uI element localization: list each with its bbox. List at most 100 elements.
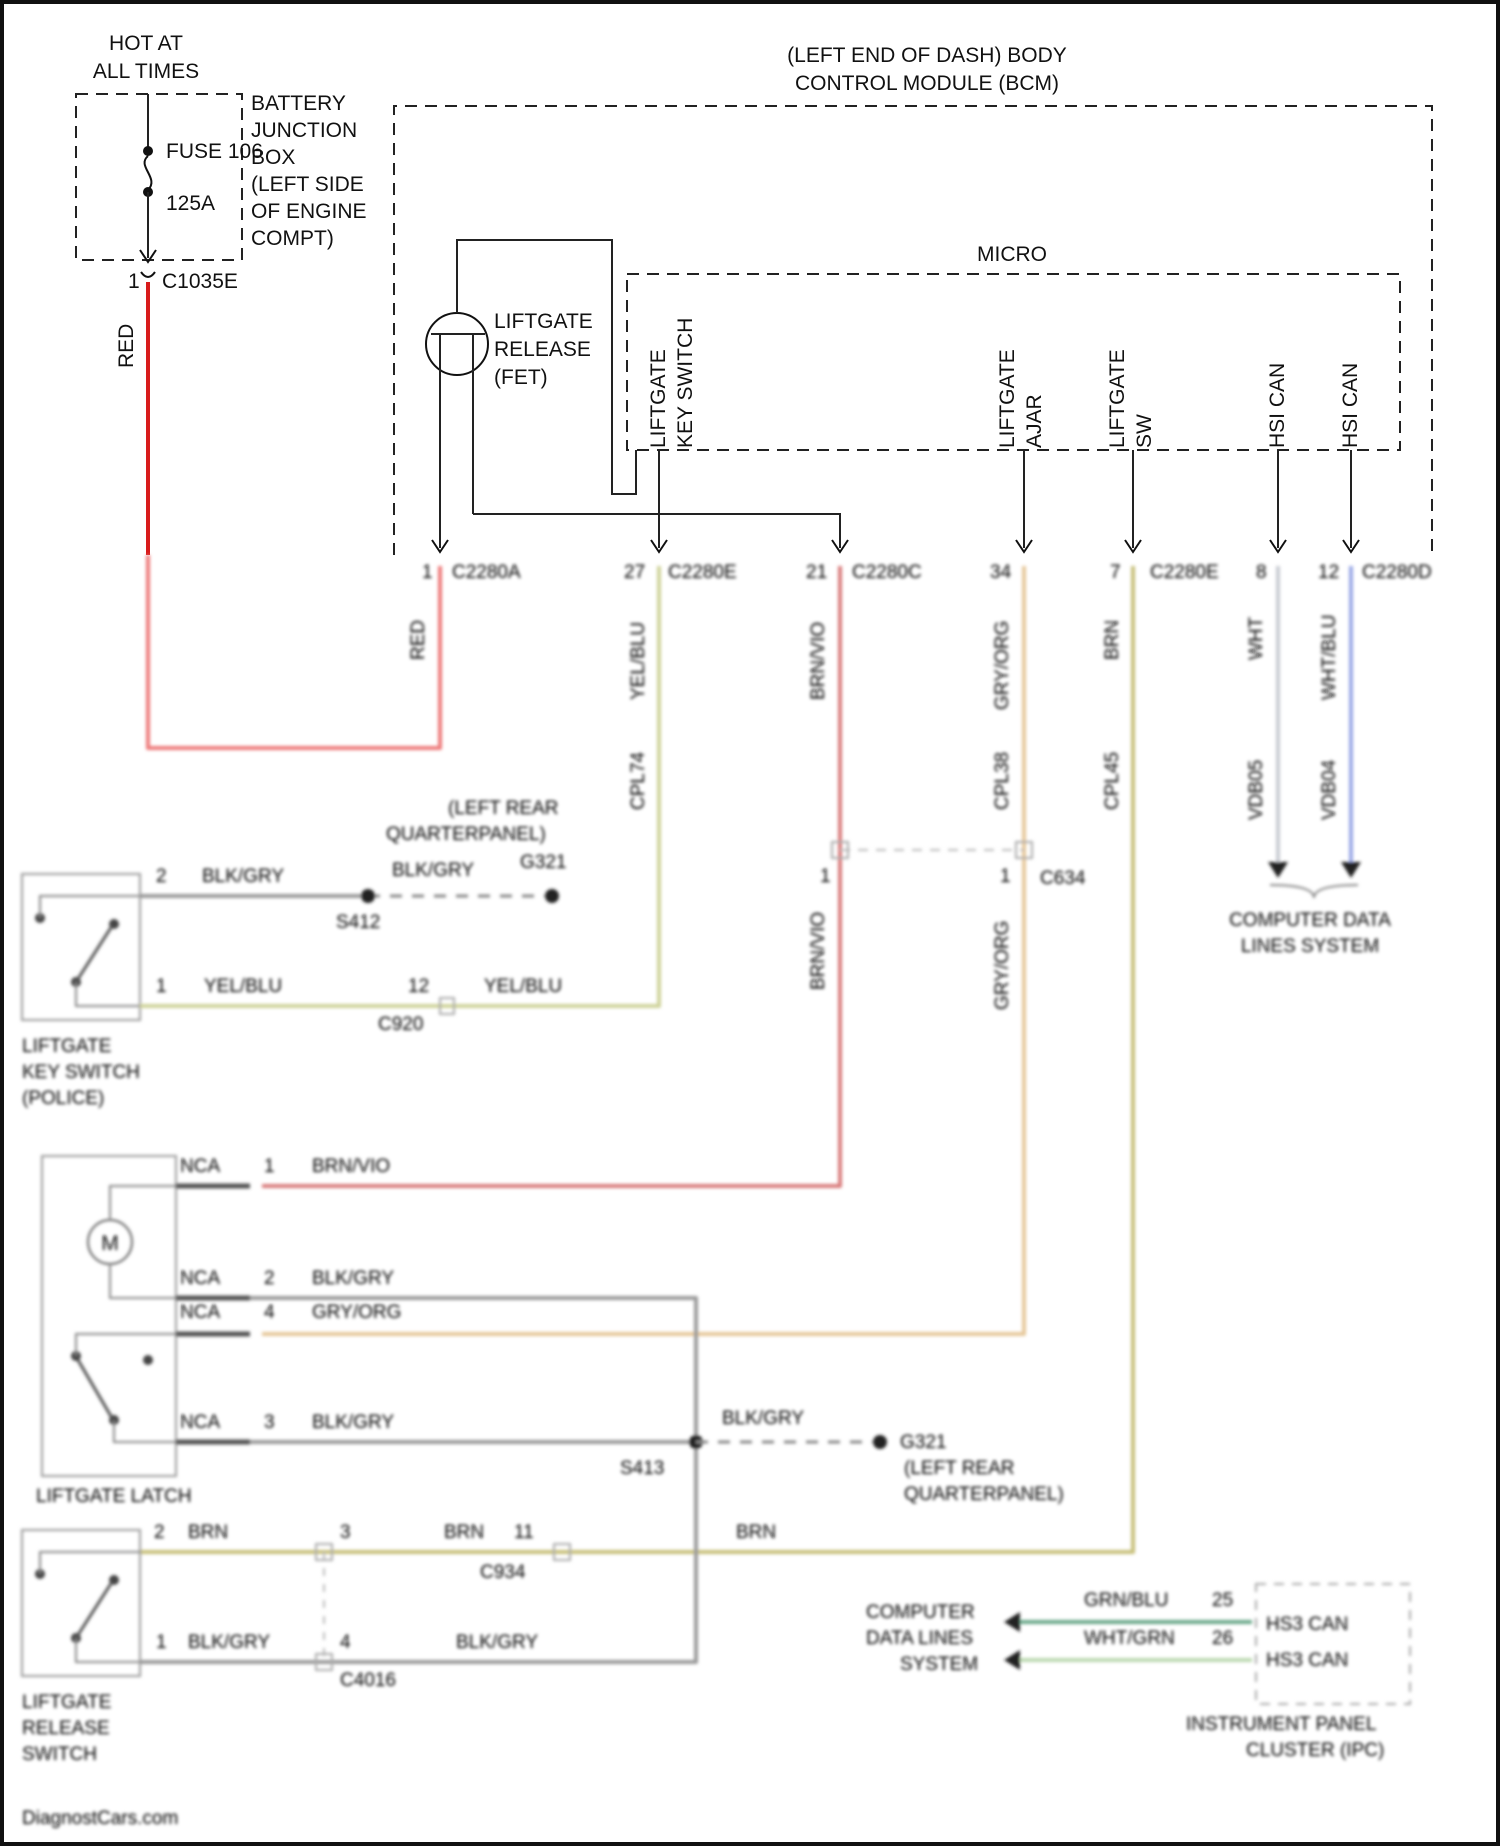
ipc-data-2: DATA LINES <box>866 1628 973 1649</box>
signal-ajar-2: AJAR <box>1023 394 1046 448</box>
can-arrow-right-icon <box>1341 862 1361 878</box>
latch-contact-2 <box>143 1355 153 1365</box>
rs-mid-conn: C934 <box>480 1562 526 1583</box>
fuse-icon <box>145 156 152 190</box>
rs-bot-wire: BLK/GRY <box>456 1632 538 1653</box>
cpl45-label: CPL45 <box>1102 752 1123 810</box>
latch-pin-2: 2 <box>264 1268 275 1289</box>
bcm-title-2: CONTROL MODULE (BCM) <box>795 72 1059 95</box>
s412-label: S412 <box>336 912 380 933</box>
ground-top-1: (LEFT REAR <box>448 798 559 819</box>
bcm-conn-7: C2280D <box>1362 562 1432 583</box>
bcm-title-1: (LEFT END OF DASH) BODY <box>787 44 1067 67</box>
ipc-arrow-1-icon <box>1004 1612 1020 1632</box>
rs-label-1: LIFTGATE <box>22 1692 111 1713</box>
rs-label-3: SWITCH <box>22 1744 97 1765</box>
signal-key-switch-1: LIFTGATE <box>647 349 670 448</box>
latch-ground-1: (LEFT REAR <box>904 1458 1015 1479</box>
ks-label-3: (POLICE) <box>22 1088 104 1109</box>
latch-wire-2: BLK/GRY <box>312 1268 394 1289</box>
motor-lead-top <box>110 1186 176 1220</box>
rs-lead-top <box>40 1552 140 1574</box>
data-lines-top-1: COMPUTER DATA <box>1229 910 1391 931</box>
latch-motor-letter: M <box>101 1232 119 1255</box>
latch-nca-3: NCA <box>180 1302 220 1323</box>
latch-wire-3: GRY/ORG <box>312 1302 401 1323</box>
ground-top-dot <box>545 889 559 903</box>
brn-vio-label-2: BRN/VIO <box>808 912 829 990</box>
latch-wire-4: BLK/GRY <box>312 1412 394 1433</box>
fuse-terminal-top <box>143 146 153 156</box>
fuse-rating: 125A <box>166 192 215 215</box>
can-arrow-left-icon <box>1268 862 1288 878</box>
can-brace-icon <box>1270 885 1358 898</box>
rs-wire-bot: BLK/GRY <box>188 1632 270 1653</box>
latch-switch-lead-2 <box>114 1420 176 1442</box>
vdb05-label: VDB05 <box>1246 760 1267 820</box>
ipc-label-2: CLUSTER (IPC) <box>1246 1740 1384 1761</box>
bjb-connector-icon <box>141 272 155 277</box>
latch-pin-3: 4 <box>264 1302 275 1323</box>
latch-ground-dot <box>873 1435 887 1449</box>
micro-label: MICRO <box>977 243 1047 266</box>
rs-blade <box>76 1582 112 1638</box>
latch-nca-1: NCA <box>180 1156 220 1177</box>
bcm-pin-4: 34 <box>990 562 1012 583</box>
red-wire-loop <box>148 555 440 748</box>
fet-label-2: RELEASE <box>494 338 591 361</box>
vdb04-label: VDB04 <box>1319 759 1340 820</box>
rs-mid-pin2: 11 <box>514 1522 534 1543</box>
blk-gry-latch-wire <box>140 1298 696 1662</box>
latch-wire-1: BRN/VIO <box>312 1156 390 1177</box>
lower-diagram: 1 C2280A 27 C2280E 21 C2280C 34 7 C2280E… <box>22 555 1432 1829</box>
fet-label-3: (FET) <box>494 366 548 389</box>
bcm-conn-2: C2280E <box>668 562 737 583</box>
signal-hsi-can-2: HSI CAN <box>1339 363 1362 448</box>
ks-inline-pin: 12 <box>408 976 429 997</box>
rs-pin-bot: 1 <box>156 1632 167 1653</box>
key-switch-wire-top <box>40 896 140 918</box>
brn-wire <box>140 566 1133 1552</box>
rs-wire-top: BRN <box>188 1522 228 1543</box>
bjb-label-5: OF ENGINE <box>251 200 367 223</box>
latch-pin-4: 3 <box>264 1412 275 1433</box>
bjb-pin: 1 <box>128 270 140 293</box>
motor-lead-bot <box>110 1264 176 1298</box>
bcm-pin-6: 8 <box>1256 562 1267 583</box>
latch-nca-4: NCA <box>180 1412 220 1433</box>
brn-vio-label: BRN/VIO <box>808 622 829 700</box>
signal-sw-2: SW <box>1133 414 1156 448</box>
ipc-wire-1: GRN/BLU <box>1084 1590 1168 1611</box>
ks-wire-top: BLK/GRY <box>202 866 284 887</box>
c634-pin-left: 1 <box>820 866 831 887</box>
latch-label: LIFTGATE LATCH <box>36 1486 192 1507</box>
battery-junction-box <box>76 94 242 260</box>
bcm-pin-3: 21 <box>806 562 827 583</box>
latch-ground-id: G321 <box>900 1432 946 1453</box>
cpl74-label: CPL74 <box>628 751 649 810</box>
c634-connector: C634 <box>1040 868 1086 889</box>
yel-blu-label: YEL/BLU <box>628 622 649 700</box>
ipc-arrow-2-icon <box>1004 1650 1020 1670</box>
ipc-sig-2: HS3 CAN <box>1266 1650 1348 1671</box>
rs-pin-top: 2 <box>154 1522 165 1543</box>
ipc-data-3: SYSTEM <box>900 1654 978 1675</box>
key-switch-wire-bot <box>76 982 140 1006</box>
bjb-connector: C1035E <box>162 270 238 293</box>
bcm-conn-1: C2280A <box>452 562 521 583</box>
ks-inline-wire: YEL/BLU <box>484 976 562 997</box>
ipc-sig-1: HS3 CAN <box>1266 1614 1348 1635</box>
watermark: DiagnostCars.com <box>22 1808 178 1829</box>
ground-top-id: G321 <box>520 852 566 873</box>
gry-org-label-2: GRY/ORG <box>992 921 1013 1010</box>
ipc-box <box>1256 1584 1410 1704</box>
bjb-label-6: COMPT) <box>251 227 334 250</box>
bjb-label-1: BATTERY <box>251 92 346 115</box>
bcm-conn-3: C2280C <box>852 562 922 583</box>
red-wire-label-2: RED <box>408 620 429 660</box>
ks-label-1: LIFTGATE <box>22 1036 111 1057</box>
fuse-label: FUSE 106 <box>166 140 263 163</box>
s413-label: S413 <box>620 1458 664 1479</box>
brn-label: BRN <box>1102 620 1123 660</box>
signal-hsi-can-1: HSI CAN <box>1266 363 1289 448</box>
